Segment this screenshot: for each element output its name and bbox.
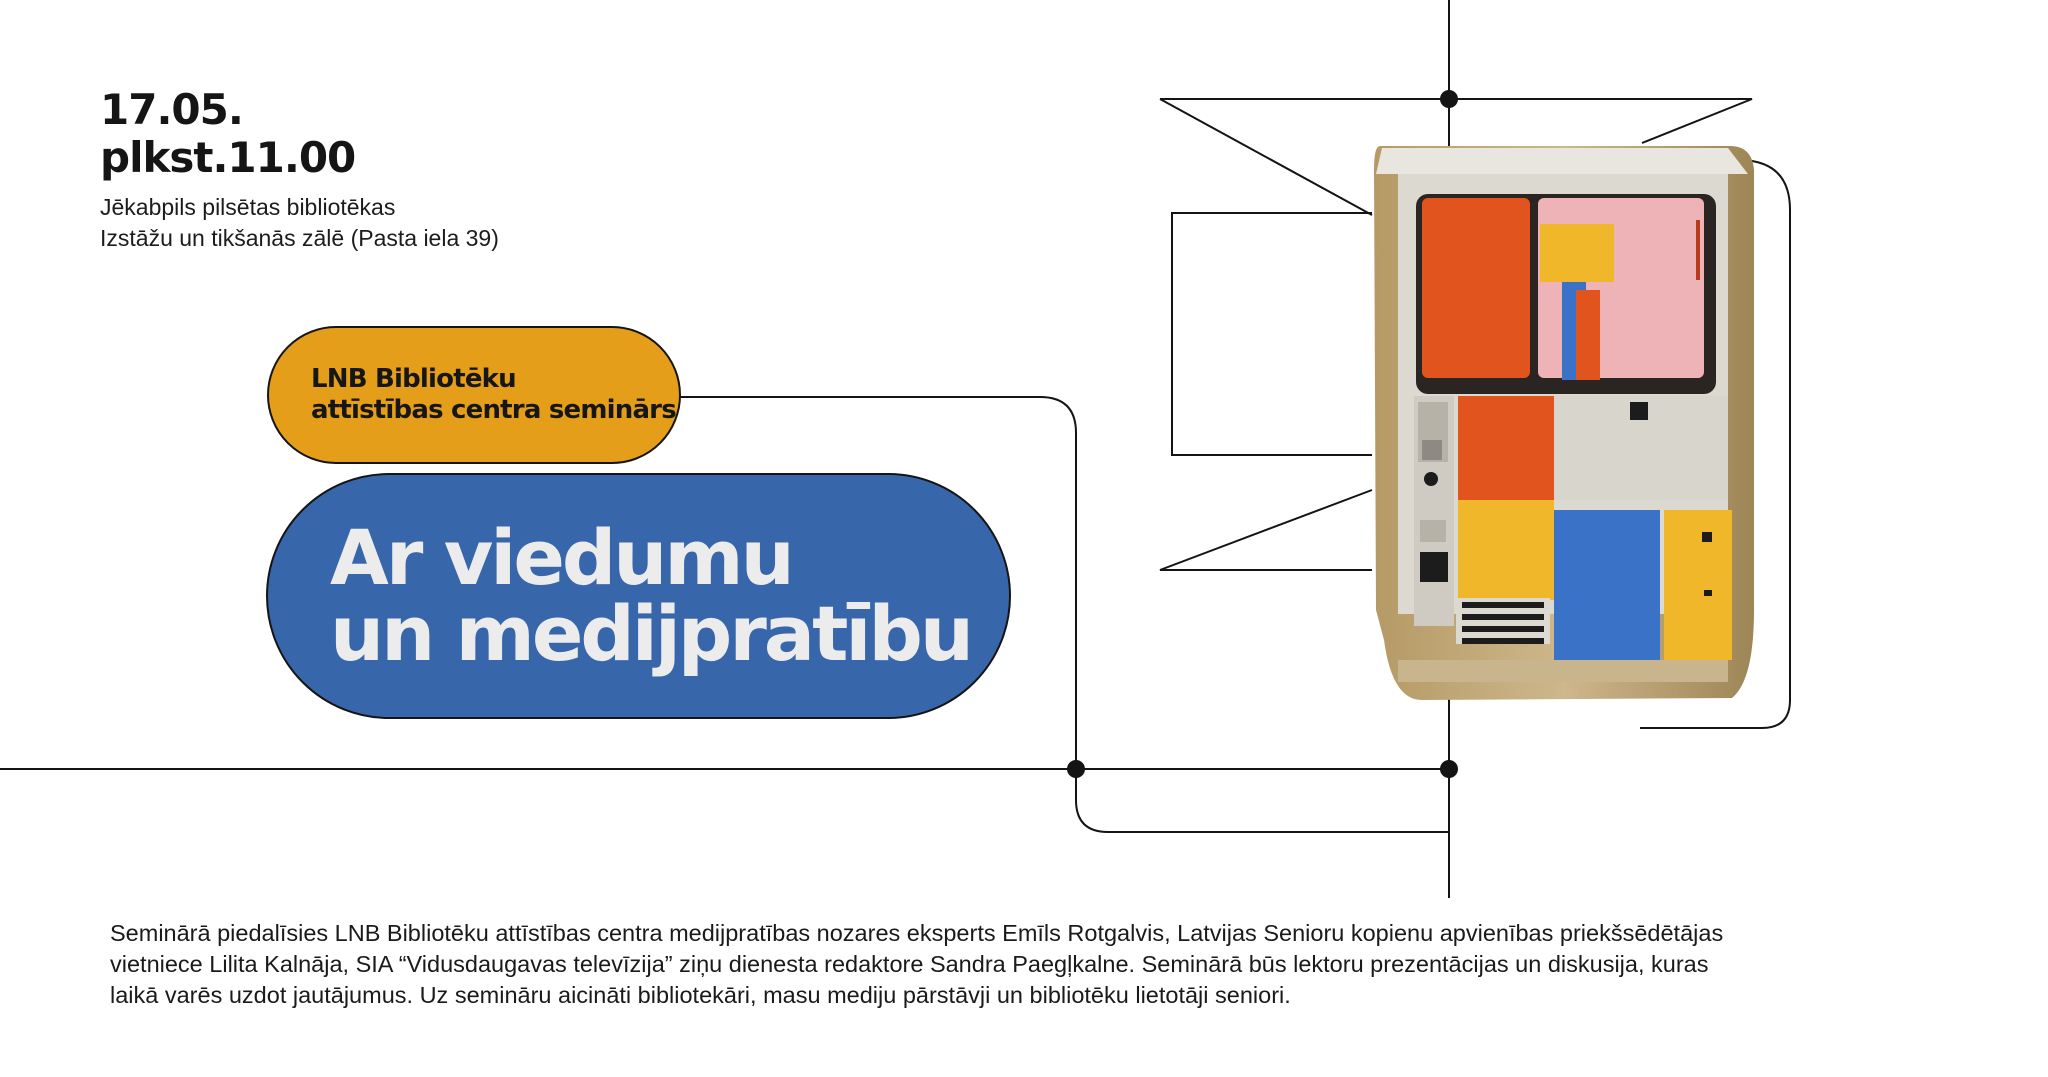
event-time: plkst.11.00 xyxy=(100,133,356,182)
badge-line: attīstības centra seminārs xyxy=(311,395,677,425)
description-line: Seminārā piedalīsies LNB Bibliotēku attī… xyxy=(110,920,1724,946)
node-dot xyxy=(1067,760,1085,778)
venue-line: Jēkabpils pilsētas bibliotēkas xyxy=(100,194,396,220)
venue-line: Izstāžu un tikšanās zālē (Pasta iela 39) xyxy=(100,225,499,251)
seminar-title-line: Ar viedumu xyxy=(330,513,795,602)
seminar-organizer-badge: LNB Bibliotēku attīstības centra seminār… xyxy=(267,326,681,464)
event-venue: Jēkabpils pilsētas bibliotēkas Izstāžu u… xyxy=(100,192,499,254)
description-line: laikā varēs uzdot jautājumus. Uz seminār… xyxy=(110,982,1291,1008)
node-dot xyxy=(1440,90,1458,108)
seminar-title-pill: Ar viedumu un medijpratību xyxy=(266,473,1011,719)
description-line: vietniece Lilita Kalnāja, SIA “Vidusdaug… xyxy=(110,951,1709,977)
event-date: 17.05. xyxy=(100,85,244,134)
event-datetime: 17.05. plkst.11.00 xyxy=(100,85,356,182)
node-dot xyxy=(1440,760,1458,778)
seminar-description: Seminārā piedalīsies LNB Bibliotēku attī… xyxy=(110,918,1910,1011)
retro-computer-illustration xyxy=(1374,146,1754,700)
seminar-title-line: un medijpratību xyxy=(330,589,974,678)
badge-line: LNB Bibliotēku xyxy=(311,364,517,394)
